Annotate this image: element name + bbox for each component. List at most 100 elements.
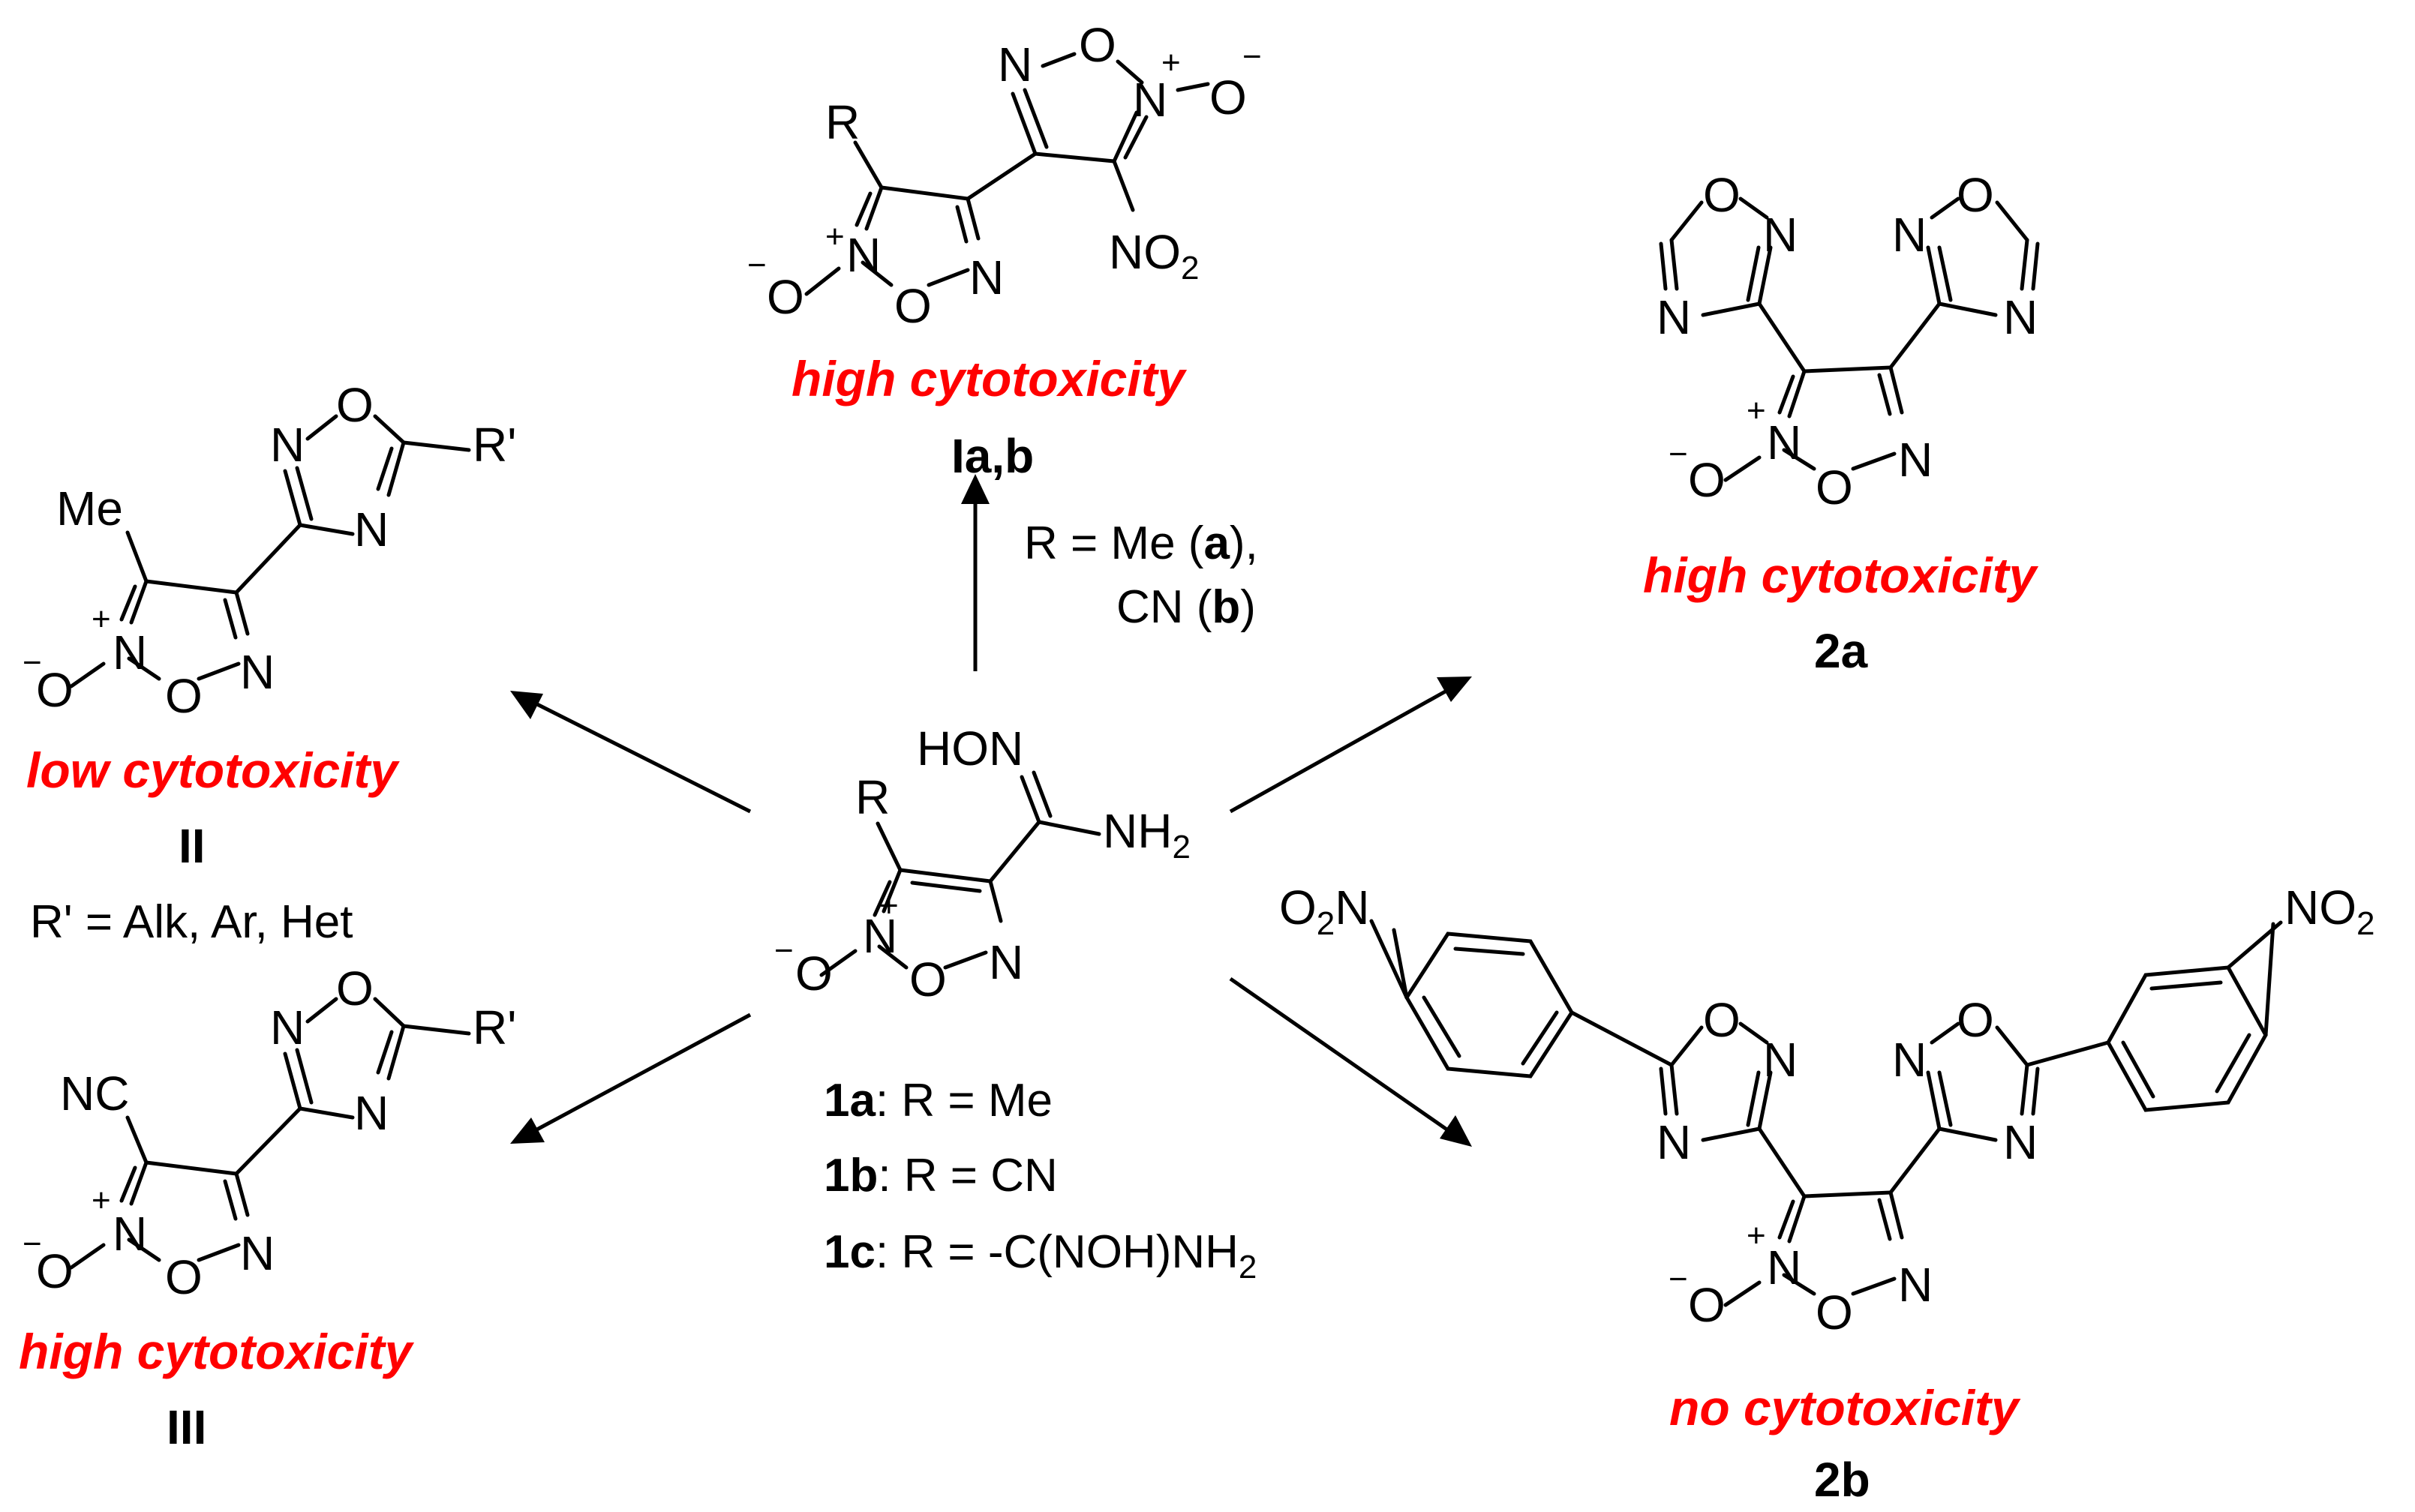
arrow-head-lower-left: [510, 1118, 545, 1144]
svg-text:N: N: [1657, 290, 1691, 344]
svg-text:O: O: [336, 378, 374, 432]
atom-O-ring: O: [909, 952, 947, 1006]
benzene-ring-right: [2106, 965, 2268, 1112]
arrow-to-III: [533, 1012, 752, 1133]
start-labels: 1a: R = Me 1b: R = CN 1c: R = -C(NOH)NH2: [824, 1075, 1257, 1286]
atom-N-ring: N: [989, 935, 1023, 989]
label-Ia-b: Ia,b: [951, 429, 1034, 483]
svg-text:−: −: [23, 1226, 42, 1262]
toxicity-III: high cytotoxicity: [19, 1324, 415, 1379]
atom-R: R: [855, 770, 890, 824]
label-2b: 2b: [1814, 1453, 1870, 1507]
label-2a: 2a: [1814, 624, 1868, 678]
svg-text:−: −: [747, 247, 767, 284]
svg-text:O: O: [1079, 18, 1116, 72]
label-II: II: [179, 819, 206, 873]
toxicity-Ia-b: high cytotoxicity: [791, 351, 1188, 406]
atom-O2N: O2N: [1279, 880, 1369, 942]
toxicity-2b: no cytotoxicity: [1669, 1380, 2021, 1436]
atom-NO2: NO2: [1109, 225, 1199, 286]
svg-text:+: +: [92, 1182, 111, 1219]
charge-plus: +: [879, 887, 899, 924]
svg-text:O: O: [1816, 460, 1853, 514]
svg-text:N: N: [1767, 416, 1801, 470]
atom-HON: HON: [917, 722, 1023, 776]
svg-text:N: N: [1898, 433, 1933, 487]
svg-text:N: N: [354, 1086, 389, 1140]
substituent-II: R' = Alk, Ar, Het: [30, 896, 353, 948]
reaction-arrows: [510, 474, 1472, 1147]
svg-text:−: −: [1242, 38, 1262, 75]
arrow-head-lower-right: [1440, 1115, 1472, 1147]
atom-NH2: NH2: [1103, 804, 1191, 866]
toxicity-II: low cytotoxicity: [26, 742, 400, 798]
svg-text:O: O: [1209, 70, 1247, 124]
arrow-to-II: [533, 700, 752, 814]
toxicity-2a: high cytotoxicity: [1643, 548, 2039, 603]
svg-text:O: O: [36, 1244, 74, 1298]
product-2b: O2N NO2 O N N N O N N + O − O N no cytot…: [1279, 880, 2374, 1507]
svg-text:N: N: [1898, 1258, 1933, 1312]
svg-text:N: N: [1767, 1240, 1801, 1294]
svg-text:N: N: [1657, 1115, 1691, 1169]
svg-text:O: O: [1957, 168, 1994, 222]
svg-text:N: N: [270, 1000, 305, 1054]
svg-text:O: O: [1703, 993, 1741, 1047]
svg-text:N: N: [240, 1226, 275, 1280]
svg-text:Me: Me: [56, 482, 123, 536]
svg-text:−: −: [1669, 1261, 1688, 1298]
label-III: III: [167, 1400, 206, 1454]
arrow-to-2b: [1229, 976, 1449, 1132]
svg-text:N: N: [113, 1207, 147, 1261]
svg-text:N: N: [113, 626, 147, 680]
svg-text:R = Me (a),: R = Me (a),: [1024, 518, 1258, 569]
svg-text:R': R': [473, 418, 516, 472]
label-1b: 1b: R = CN: [824, 1150, 1058, 1202]
product-Ia-b: R N + O − O N N O N + O − NO2 high cytot…: [747, 18, 1262, 633]
svg-text:O: O: [894, 279, 932, 333]
atom-N-oxide-upper: N: [1133, 73, 1167, 127]
svg-text:O: O: [1703, 168, 1741, 222]
svg-text:−: −: [23, 644, 42, 681]
svg-text:CN (b): CN (b): [1116, 581, 1256, 633]
svg-text:N: N: [1892, 1033, 1927, 1087]
charge-minus: −: [774, 932, 794, 969]
svg-text:O: O: [336, 962, 374, 1016]
svg-text:O: O: [767, 270, 804, 324]
svg-text:O: O: [1816, 1286, 1853, 1340]
atom-N-upper: N: [998, 38, 1032, 92]
svg-text:N: N: [2003, 1115, 2038, 1169]
svg-text:N: N: [240, 645, 275, 699]
svg-text:N: N: [2003, 290, 2038, 344]
svg-text:N: N: [354, 502, 389, 556]
svg-text:NC: NC: [60, 1066, 129, 1120]
svg-text:N: N: [1892, 208, 1927, 262]
atom-N-oxide: N: [863, 909, 897, 963]
label-1a: 1a: R = Me: [824, 1075, 1053, 1126]
svg-text:O: O: [165, 669, 203, 723]
atom-O-minus: O: [795, 946, 833, 1000]
atom-R: R: [825, 95, 860, 149]
svg-text:O: O: [36, 663, 74, 717]
svg-text:N: N: [270, 418, 305, 472]
svg-text:+: +: [1161, 44, 1181, 81]
svg-text:+: +: [825, 218, 845, 255]
arrow-head-right: [1437, 676, 1472, 702]
atom-NO2: NO2: [2284, 880, 2374, 942]
svg-text:+: +: [1747, 1217, 1766, 1254]
conditions-Ia-b: R = Me (a), CN (b): [1024, 518, 1258, 633]
svg-text:O: O: [1688, 1278, 1726, 1332]
svg-text:N: N: [1763, 208, 1798, 262]
svg-text:+: +: [92, 601, 111, 638]
svg-text:+: +: [1747, 392, 1766, 429]
benzene-ring-left: [1404, 932, 1574, 1078]
svg-text:O: O: [1688, 453, 1726, 507]
svg-text:O: O: [165, 1250, 203, 1304]
arrow-head-up: [961, 474, 990, 504]
atom-N-oxide-lower: N: [846, 228, 881, 282]
label-1c: 1c: R = -C(NOH)NH2: [824, 1226, 1257, 1286]
start-material-1: R HON NH2 N + O − O N 1a: R = Me 1b: R =…: [774, 722, 1257, 1286]
product-II: Me N + O − O N N O N R' low cytotoxicity…: [23, 378, 516, 948]
